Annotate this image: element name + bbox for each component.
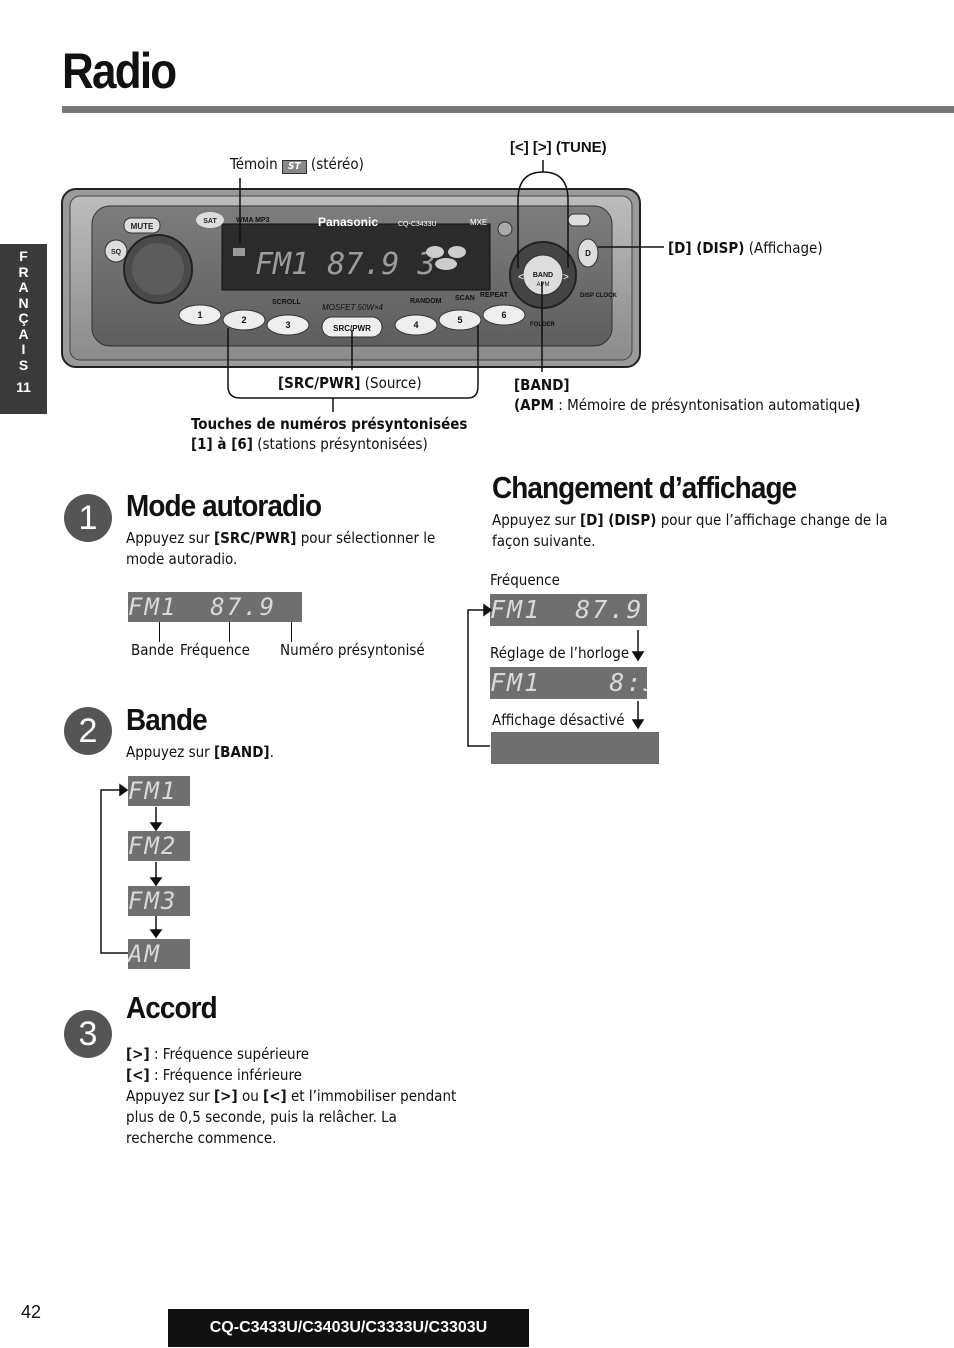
section-2-heading: Bande [126,702,208,737]
band-lcd-am: AM [128,939,190,969]
state-clock-label: Réglage de l’horloge [490,644,630,662]
preset-label-5: 5 [457,315,462,325]
band-cycle-arrows [100,783,163,954]
model-footer: CQ-C3433U/C3403U/C3333U/C3303U [168,1309,529,1347]
band-label: [BAND] (APM : Mémoire de présyntonisatio… [514,376,861,414]
preset-label-6: 6 [501,310,506,320]
preset-label-2: 2 [241,315,246,325]
title-rule [62,106,954,113]
src-label: [SRC/PWR] (Source) [278,374,422,392]
section-1-text: Appuyez sur [SRC/PWR] pour sélectionner … [126,529,436,568]
svg-text:REPEAT: REPEAT [480,292,509,299]
display-cycle-arrows [467,603,645,747]
section-3-text: [>] : Fréquence supérieure [<] : Fréquen… [126,1045,457,1147]
disp-label: [D] (DISP) (Affichage) [668,239,823,257]
band-lcd-fm2: FM2 [128,831,190,861]
preset-keys-label: Touches de numéros présyntonisées [1] à … [191,415,468,453]
stereo-badge: ST [282,160,307,174]
preset-buttons: 1 2 3 4 5 6 [178,304,526,336]
car-stereo-illustration: MUTE SQ FM1 87.9 3 Panasonic CQ-C3433U S… [61,160,664,412]
state-frequency-label: Fréquence [490,571,560,589]
svg-text:RANDOM: RANDOM [410,298,442,305]
section-1-number: 1 [64,494,112,542]
preset-label-3: 3 [285,320,290,330]
band-lcd-fm3: FM3 [128,886,190,916]
svg-text:CQ-C3433U: CQ-C3433U [398,221,437,228]
display-change-text: Appuyez sur [D] (DISP) pour que l’affich… [492,511,888,550]
svg-text:FM1 87.9 3: FM1 87.9 3 [255,247,436,282]
label-band: Bande [131,641,174,659]
svg-text:SAT: SAT [203,218,217,225]
label-frequency: Fréquence [180,641,250,659]
page-title: Radio [62,43,177,99]
svg-text:SCROLL: SCROLL [272,299,302,306]
preset-label-4: 4 [413,320,418,330]
svg-text:DISP CLOCK: DISP CLOCK [580,293,618,299]
svg-text:>: > [563,272,569,283]
svg-text:SQ: SQ [111,249,122,256]
label-preset-number: Numéro présyntonisé [280,641,425,659]
svg-text:Panasonic: Panasonic [318,215,378,229]
section-2-number: 2 [64,707,112,755]
state-off-label: Affichage désactivé [492,711,625,729]
preset-button-3 [266,314,310,336]
svg-text:MUTE: MUTE [131,222,154,231]
state-frequency-lcd: FM1 87.9 [490,594,647,626]
section-3-number: 3 [64,1010,112,1058]
side-tab-number: 11 [16,379,31,395]
preset-button-4 [394,314,438,336]
band-lcd-fm1: FM1 [128,776,190,806]
section-1-heading: Mode autoradio [126,488,322,523]
svg-text:D: D [585,249,591,258]
page-number: 42 [21,1302,42,1322]
preset-button-2 [222,309,266,331]
svg-text:APM: APM [536,282,549,288]
preset-label-1: 1 [197,310,202,320]
svg-text:SRC/PWR: SRC/PWR [333,324,371,333]
svg-text:SCAN: SCAN [455,295,475,302]
preset-button-5 [438,309,482,331]
svg-text:MXE: MXE [470,218,487,227]
section-2-text: Appuyez sur [BAND]. [126,743,274,761]
stereo-indicator-label: Témoin ST (stéréo) [230,155,364,174]
section-1-lcd: FM1 87.9 3 [128,592,302,622]
svg-text:WMA MP3: WMA MP3 [236,217,270,224]
tune-label: [<] [>] (TUNE) [510,139,607,156]
preset-button-1 [178,304,222,326]
svg-text:MOSFET 50W×4: MOSFET 50W×4 [322,303,384,312]
svg-text:BAND: BAND [533,272,553,279]
display-change-heading: Changement d’affichage [492,470,797,505]
section-3-heading: Accord [126,990,218,1025]
svg-text:<: < [518,272,524,283]
state-clock-lcd: FM1 8:30 [490,667,647,699]
state-off-lcd [491,732,659,764]
preset-button-6 [482,304,526,326]
